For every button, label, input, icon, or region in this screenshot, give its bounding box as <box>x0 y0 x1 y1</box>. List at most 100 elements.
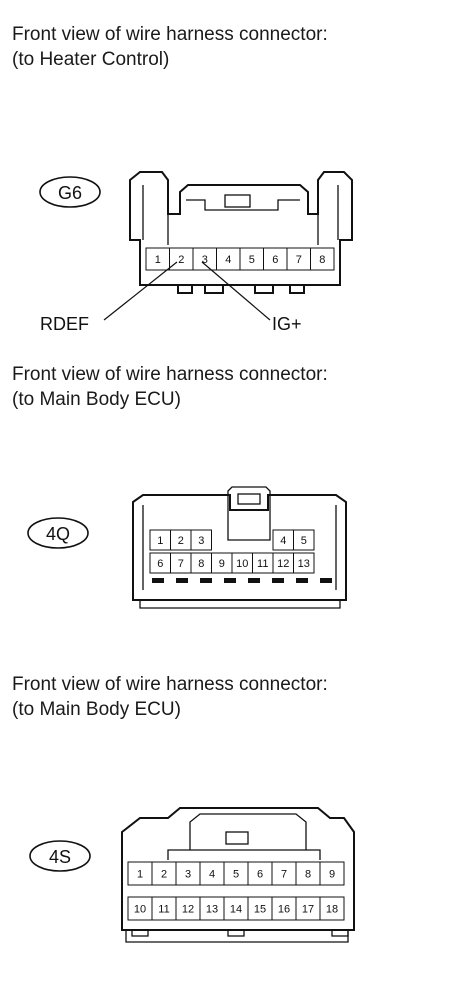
pin-cell: 4 <box>272 529 294 551</box>
pin-cell: 13 <box>199 896 225 921</box>
pin-number: 2 <box>178 535 184 547</box>
pin-number: 14 <box>230 904 242 916</box>
pin-number: 11 <box>158 904 169 916</box>
pin-number: 16 <box>278 904 290 916</box>
pin-cell: 8 <box>310 247 335 271</box>
pin-cell: 11 <box>252 552 274 574</box>
connector-code: G6 <box>58 183 82 203</box>
pin-number: 9 <box>329 869 335 881</box>
pin-number: 12 <box>182 904 194 916</box>
pin-slot <box>320 578 332 583</box>
connector-housing <box>132 494 347 601</box>
pin-box <box>293 552 315 574</box>
pin-cell: 10 <box>231 552 253 574</box>
pin-number: 15 <box>254 904 266 916</box>
pin-number: 8 <box>198 558 204 570</box>
pin-number: 11 <box>257 558 268 570</box>
pin-number: 3 <box>202 254 208 266</box>
pin-slot <box>152 578 164 583</box>
pin-slot <box>176 578 188 583</box>
housing-rail <box>142 185 339 240</box>
lock-housing <box>227 486 271 541</box>
pin-number: 17 <box>302 904 314 916</box>
pin-cell: 9 <box>211 552 233 574</box>
pin-number: 8 <box>319 254 325 266</box>
pin-number: 13 <box>298 558 310 570</box>
connector-4q-caption: Front view of wire harness connector: (t… <box>12 362 328 412</box>
housing-inner-wall <box>167 214 319 245</box>
ig-plus-label: IG+ <box>272 314 302 334</box>
pin-cell: 3 <box>192 247 217 271</box>
lock-tab <box>224 194 251 208</box>
caption-line-2: (to Main Body ECU) <box>12 699 181 720</box>
pin-cell: 4 <box>216 247 241 271</box>
housing-notch <box>204 284 224 294</box>
pin-number: 6 <box>272 254 278 266</box>
pin-number: 1 <box>155 254 161 266</box>
pin-number: 18 <box>326 904 338 916</box>
connector-code-badge <box>29 840 91 872</box>
pin-slot <box>272 578 284 583</box>
pin-cell: 1 <box>149 529 171 551</box>
pin-number: 4 <box>225 254 231 266</box>
housing-notch <box>331 929 349 937</box>
pin-number: 3 <box>185 869 191 881</box>
ig-leader-line <box>201 261 271 321</box>
pin-number: 2 <box>178 254 184 266</box>
pin-cell: 14 <box>223 896 249 921</box>
housing-notch <box>289 284 305 294</box>
pin-cell: 5 <box>293 529 315 551</box>
connector-4s-caption: Front view of wire harness connector: (t… <box>12 672 328 722</box>
pin-number: 10 <box>236 558 248 570</box>
connector-code-badge <box>39 176 101 208</box>
pin-cell: 5 <box>223 861 249 886</box>
pin-number: 4 <box>209 869 215 881</box>
caption-line-1: Front view of wire harness connector: <box>12 364 328 385</box>
housing-feet <box>131 929 349 937</box>
pin-number: 12 <box>277 558 289 570</box>
pin-number: 5 <box>233 869 239 881</box>
pin-cell: 2 <box>169 247 194 271</box>
caption-line-2: (to Main Body ECU) <box>12 389 181 410</box>
pin-number: 4 <box>280 535 286 547</box>
pin-number: 5 <box>301 535 307 547</box>
pin-slot <box>248 578 260 583</box>
pin-number: 3 <box>198 535 204 547</box>
connector-code: 4S <box>49 847 71 867</box>
pin-box <box>310 247 335 271</box>
pin-cell: 12 <box>175 896 201 921</box>
pin-cell: 8 <box>295 861 321 886</box>
pin-number: 7 <box>281 869 287 881</box>
housing-ridge <box>186 199 300 211</box>
pin-cell: 7 <box>286 247 311 271</box>
pin-cell: 7 <box>170 552 192 574</box>
pin-box <box>319 896 345 921</box>
pin-number: 2 <box>161 869 167 881</box>
caption-line-1: Front view of wire harness connector: <box>12 674 328 695</box>
caption-line-2: (to Heater Control) <box>12 49 170 70</box>
pin-box <box>319 861 345 886</box>
pin-cell: 6 <box>247 861 273 886</box>
connector-code: 4Q <box>46 524 70 544</box>
pin-slot <box>296 578 308 583</box>
pin-cell: 15 <box>247 896 273 921</box>
pin-cell: 10 <box>127 896 153 921</box>
pin-cell: 3 <box>190 529 212 551</box>
pin-number: 1 <box>137 869 143 881</box>
lock-tab <box>237 493 261 505</box>
pin-number: 9 <box>219 558 225 570</box>
pin-cell: 16 <box>271 896 297 921</box>
housing-base <box>139 600 341 609</box>
rdef-label: RDEF <box>40 314 89 334</box>
housing-feet <box>152 578 332 583</box>
pin-number: 7 <box>178 558 184 570</box>
pin-slot <box>200 578 212 583</box>
connector-code-badge <box>27 517 89 549</box>
